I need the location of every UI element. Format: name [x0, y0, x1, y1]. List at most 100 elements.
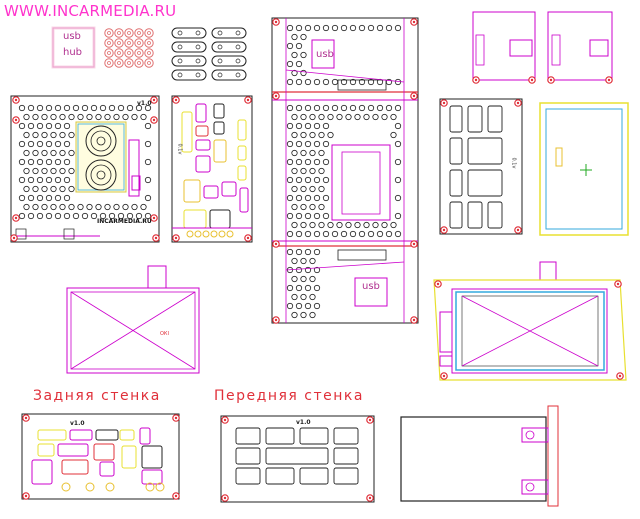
vent-hole [300, 221, 307, 229]
mounting-hole [12, 96, 20, 104]
vent-hole [18, 122, 26, 130]
vent-hole [318, 113, 325, 121]
vent-hole [300, 69, 307, 77]
vent-hole [50, 167, 57, 175]
mounting-hole [472, 76, 480, 84]
cutout-cell [265, 447, 329, 465]
vent-hole [300, 293, 307, 301]
spacer-pieces [171, 27, 247, 81]
vent-hole [313, 122, 321, 130]
washer [144, 58, 154, 68]
vent-hole [63, 122, 71, 130]
vent-hole [41, 185, 48, 193]
vent-hole [27, 122, 35, 130]
vent-hole [32, 203, 39, 211]
vent-hole [295, 158, 303, 166]
vent-hole [304, 302, 312, 310]
vent-hole [95, 203, 102, 211]
vent-hole [318, 221, 325, 229]
connector-cutout [61, 459, 89, 475]
cutout-cell [265, 467, 295, 485]
mounting-hole [410, 316, 418, 324]
jack-hole [226, 230, 234, 238]
cutout-cell [299, 427, 329, 445]
vent-hole [318, 185, 325, 193]
vent-hole [363, 113, 370, 121]
vent-hole [23, 113, 30, 121]
vent-hole [63, 140, 71, 148]
vent-hole [304, 194, 312, 202]
vent-hole [18, 140, 26, 148]
mounting-hole [434, 280, 442, 288]
vent-hole [144, 122, 152, 130]
connector-cutout [237, 145, 247, 161]
vent-hole [122, 113, 129, 121]
vent-hole [376, 24, 384, 32]
vent-hole [45, 194, 53, 202]
vent-hole [50, 149, 57, 157]
vent-hole [18, 158, 26, 166]
vent-hole [36, 104, 44, 112]
vent-hole [286, 24, 294, 32]
io-side-plate [171, 95, 253, 243]
vent-hole [291, 149, 298, 157]
mounting-hole [244, 234, 252, 242]
jack-hole [186, 230, 194, 238]
mounting-hole [514, 99, 522, 107]
vent-hole [140, 203, 147, 211]
mounting-hole [152, 234, 160, 242]
vent-hole [68, 131, 75, 139]
vent-hole [349, 230, 357, 238]
vent-hole [291, 311, 298, 319]
front-wall-cutouts [235, 427, 359, 485]
washer [104, 58, 114, 68]
vent-hole [27, 194, 35, 202]
mounting-hole [440, 226, 448, 234]
cutout-cells [449, 105, 503, 229]
spacer [171, 41, 207, 53]
vent-hole [385, 24, 393, 32]
vent-hole [286, 302, 294, 310]
mounting-hole [616, 372, 624, 380]
vent-hole [68, 203, 75, 211]
vent-hole [54, 194, 62, 202]
mounting-hole [150, 116, 158, 124]
vent-hole [304, 140, 312, 148]
vent-hole [313, 104, 321, 112]
vent-hole [27, 140, 35, 148]
vent-hole [41, 131, 48, 139]
connector-cutout [237, 119, 247, 141]
vent-hole [304, 24, 312, 32]
vent-hole [340, 24, 348, 32]
vent-hole [300, 275, 307, 283]
vent-hole [304, 104, 312, 112]
screen-marker: ОКI [160, 331, 169, 337]
version-label: v1.0 [137, 100, 152, 107]
vent-hole [394, 212, 402, 220]
vent-hole [340, 78, 348, 86]
connector-cutout [69, 429, 93, 441]
mounting-holes [10, 18, 624, 502]
mounting-hole [150, 214, 158, 222]
vent-hole [322, 78, 330, 86]
vent-hole [309, 257, 316, 265]
washer [124, 48, 134, 58]
vent-hole [286, 176, 294, 184]
vent-hole [291, 113, 298, 121]
vent-hole [318, 203, 325, 211]
connector-cutout [195, 125, 209, 137]
vent-hole [90, 104, 98, 112]
vent-hole [309, 311, 316, 319]
vent-hole [313, 302, 321, 310]
vent-hole [99, 212, 107, 220]
vent-hole [27, 176, 35, 184]
vent-hole [309, 113, 316, 121]
vent-hole [286, 230, 294, 238]
vent-hole [144, 176, 152, 184]
cutout-cell [467, 105, 483, 133]
vent-hole [291, 69, 298, 77]
vent-hole [27, 158, 35, 166]
vent-hole [394, 140, 402, 148]
connector-cutout [181, 111, 193, 153]
vent-hole [140, 113, 147, 121]
